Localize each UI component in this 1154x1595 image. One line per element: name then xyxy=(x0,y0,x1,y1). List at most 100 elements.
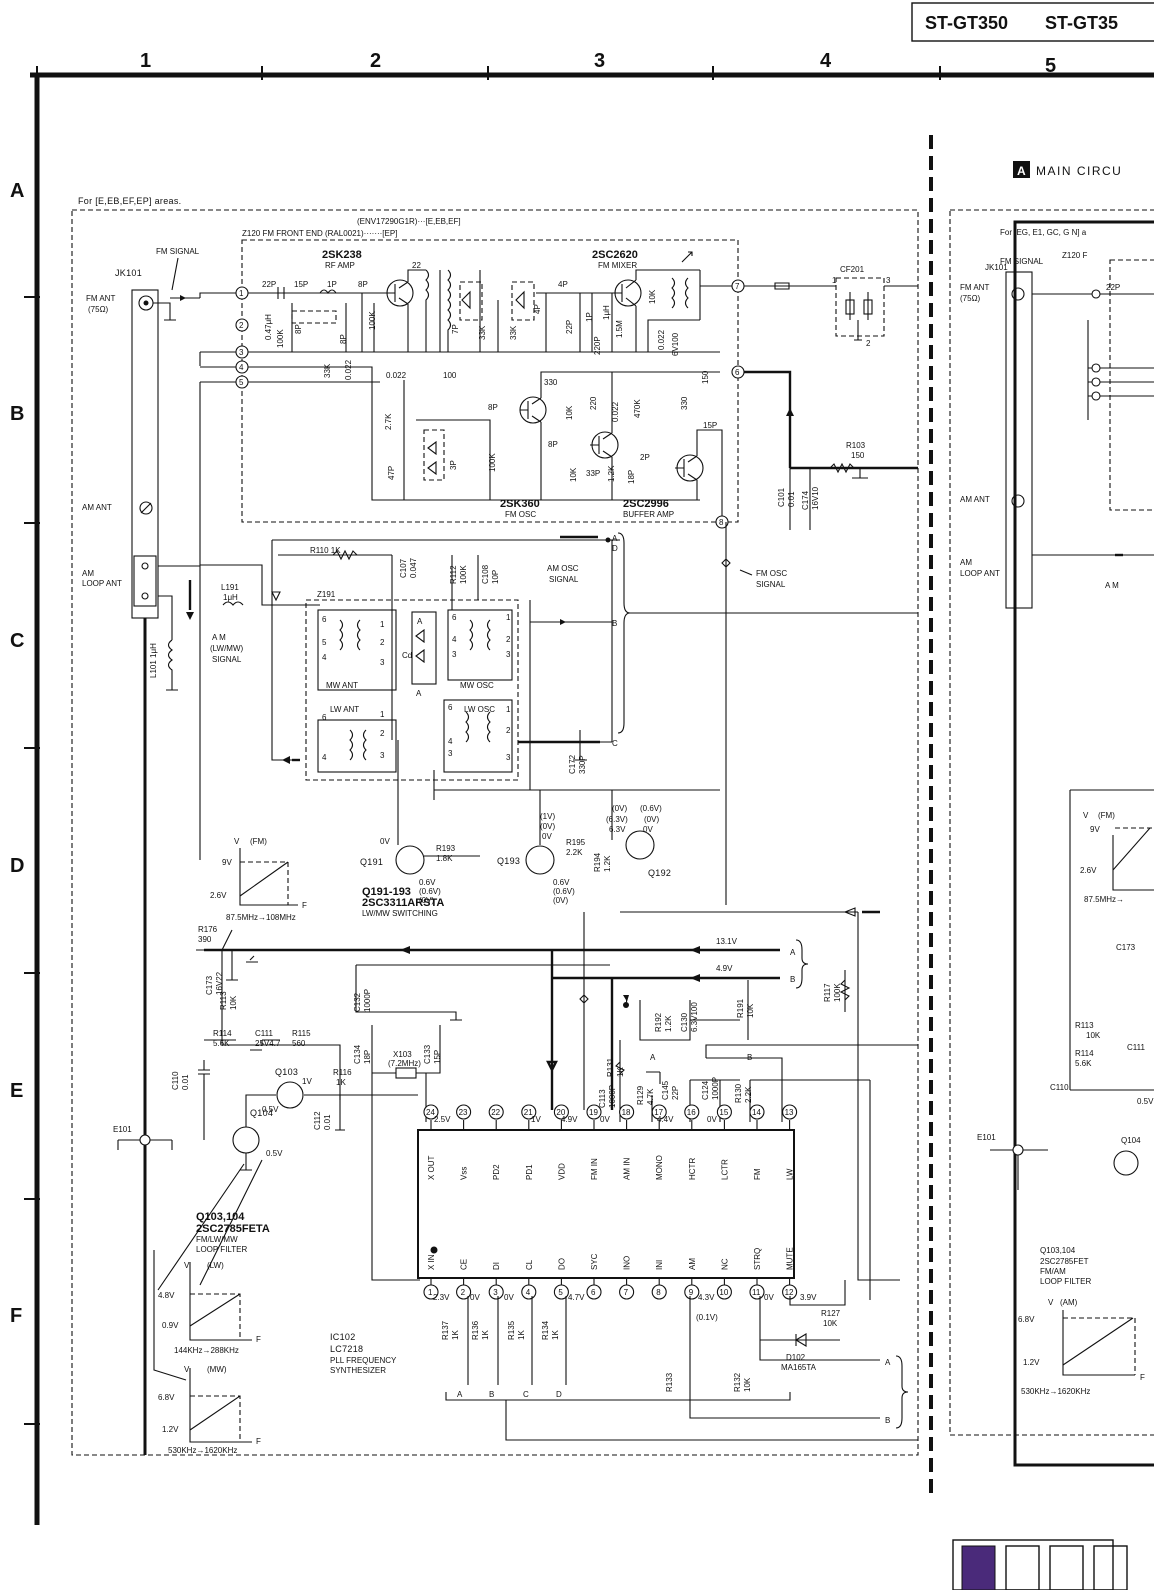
grid-row-e: E xyxy=(10,1080,23,1102)
svg-text:C110: C110 xyxy=(1050,1083,1069,1092)
svg-text:(0V): (0V) xyxy=(540,822,555,831)
svg-text:R116: R116 xyxy=(333,1068,352,1077)
svg-text:6: 6 xyxy=(452,613,457,622)
svg-text:3: 3 xyxy=(452,650,457,659)
svg-text:R127: R127 xyxy=(821,1309,841,1318)
svg-text:3: 3 xyxy=(380,751,385,760)
svg-text:(0V): (0V) xyxy=(553,896,568,905)
svg-text:0V: 0V xyxy=(470,1293,480,1302)
grid-row-f: F xyxy=(10,1305,22,1327)
svg-text:4: 4 xyxy=(526,1288,531,1297)
svg-text:6.8V: 6.8V xyxy=(1018,1315,1035,1324)
svg-text:390: 390 xyxy=(198,935,212,944)
svg-text:0V: 0V xyxy=(380,837,390,846)
fm-mixer-label: FM MIXER xyxy=(598,261,637,270)
svg-text:4.4V: 4.4V xyxy=(657,1115,674,1124)
svg-text:530KHz→1620KHz: 530KHz→1620KHz xyxy=(1021,1387,1090,1396)
svg-text:8P: 8P xyxy=(294,324,303,334)
svg-text:100K: 100K xyxy=(488,453,497,472)
svg-text:6.3V100: 6.3V100 xyxy=(690,1002,699,1032)
svg-text:Cd: Cd xyxy=(402,651,412,660)
svg-text:10K: 10K xyxy=(565,405,574,420)
ic-pin-5: 5DO xyxy=(553,1258,569,1300)
svg-text:2SC3311ARSTA: 2SC3311ARSTA xyxy=(362,897,444,909)
svg-text:C108: C108 xyxy=(481,564,490,584)
svg-text:33K: 33K xyxy=(478,325,487,340)
right-jack-body xyxy=(1005,271,1033,609)
svg-text:AM IN: AM IN xyxy=(623,1158,632,1180)
svg-text:MW OSC: MW OSC xyxy=(460,681,494,690)
svg-text:1: 1 xyxy=(380,620,385,629)
svg-text:1.2V: 1.2V xyxy=(162,1425,179,1434)
fm-ant-ohm: (75Ω) xyxy=(88,305,109,314)
svg-text:R133: R133 xyxy=(665,1372,674,1392)
svg-text:SIGNAL: SIGNAL xyxy=(756,580,786,589)
svg-text:C111: C111 xyxy=(255,1029,273,1038)
right-loop-filter: C173 R113 10K R114 5.6K C111 C110 0.5V Q… xyxy=(977,943,1154,1286)
svg-text:R194: R194 xyxy=(593,852,602,872)
svg-text:1μH: 1μH xyxy=(602,305,611,320)
svg-text:1V: 1V xyxy=(302,1077,312,1086)
l101-label: L101 1μH xyxy=(149,643,158,678)
svg-text:15P: 15P xyxy=(294,280,308,289)
right-area-note: For [EG, E1, GC, G N] a xyxy=(1000,228,1087,237)
svg-text:4: 4 xyxy=(322,753,327,762)
svg-text:4P: 4P xyxy=(558,280,568,289)
right-am-loop-1: AM xyxy=(960,558,972,567)
svg-text:14: 14 xyxy=(752,1108,761,1117)
svg-text:R114: R114 xyxy=(1075,1049,1094,1058)
svg-text:24: 24 xyxy=(426,1108,435,1117)
svg-text:7P: 7P xyxy=(451,324,460,334)
svg-text:5: 5 xyxy=(322,638,327,647)
svg-text:4P: 4P xyxy=(533,304,542,314)
svg-text:9V: 9V xyxy=(222,858,232,867)
svg-text:R136: R136 xyxy=(471,1320,480,1340)
svg-text:4: 4 xyxy=(448,737,453,746)
mw-tuning-graph: V (MW) 6.8V 1.2V F 530KHz→1620KHz xyxy=(158,1365,261,1455)
svg-text:2: 2 xyxy=(506,726,511,735)
svg-text:4.8V: 4.8V xyxy=(158,1291,175,1300)
svg-text:INO: INO xyxy=(623,1256,632,1270)
svg-text:C110: C110 xyxy=(171,1071,180,1090)
ic-pin-3: 3DI xyxy=(488,1262,504,1300)
svg-text:220: 220 xyxy=(589,396,598,410)
model-header-box xyxy=(911,2,1154,42)
svg-text:5.6K: 5.6K xyxy=(213,1039,230,1048)
svg-text:MUTE: MUTE xyxy=(786,1247,795,1270)
svg-text:2: 2 xyxy=(380,638,385,647)
svg-text:2: 2 xyxy=(380,729,385,738)
svg-text:1: 1 xyxy=(428,1288,433,1297)
svg-text:C111: C111 xyxy=(1127,1043,1145,1052)
svg-text:2.6V: 2.6V xyxy=(210,891,227,900)
right-am-connector xyxy=(1011,494,1025,508)
svg-text:C133: C133 xyxy=(423,1044,432,1064)
svg-text:R137: R137 xyxy=(441,1320,450,1340)
svg-text:AM OSC: AM OSC xyxy=(547,564,579,573)
svg-text:100K: 100K xyxy=(368,311,377,330)
svg-text:1.5M: 1.5M xyxy=(615,320,624,338)
svg-text:0.5V: 0.5V xyxy=(266,1149,283,1158)
svg-text:A: A xyxy=(650,1053,656,1062)
am-loop-connector xyxy=(133,555,157,607)
svg-text:(LW): (LW) xyxy=(207,1261,224,1270)
svg-text:4: 4 xyxy=(452,635,457,644)
svg-text:15P: 15P xyxy=(703,421,717,430)
svg-text:SYC: SYC xyxy=(590,1253,599,1270)
svg-text:10K: 10K xyxy=(229,995,238,1010)
rf-amp-label: RF AMP xyxy=(325,261,355,270)
svg-text:4.9V: 4.9V xyxy=(561,1115,578,1124)
svg-text:(0V): (0V) xyxy=(612,804,627,813)
svg-text:0.47μH: 0.47μH xyxy=(264,314,273,340)
svg-text:Vss: Vss xyxy=(460,1167,469,1180)
l101-inductor xyxy=(166,639,178,691)
svg-text:C132: C132 xyxy=(353,992,362,1012)
fm-osc-part: 2SK360 xyxy=(500,498,540,510)
svg-text:4.3V: 4.3V xyxy=(698,1293,715,1302)
grid-row-d: D xyxy=(10,855,24,877)
